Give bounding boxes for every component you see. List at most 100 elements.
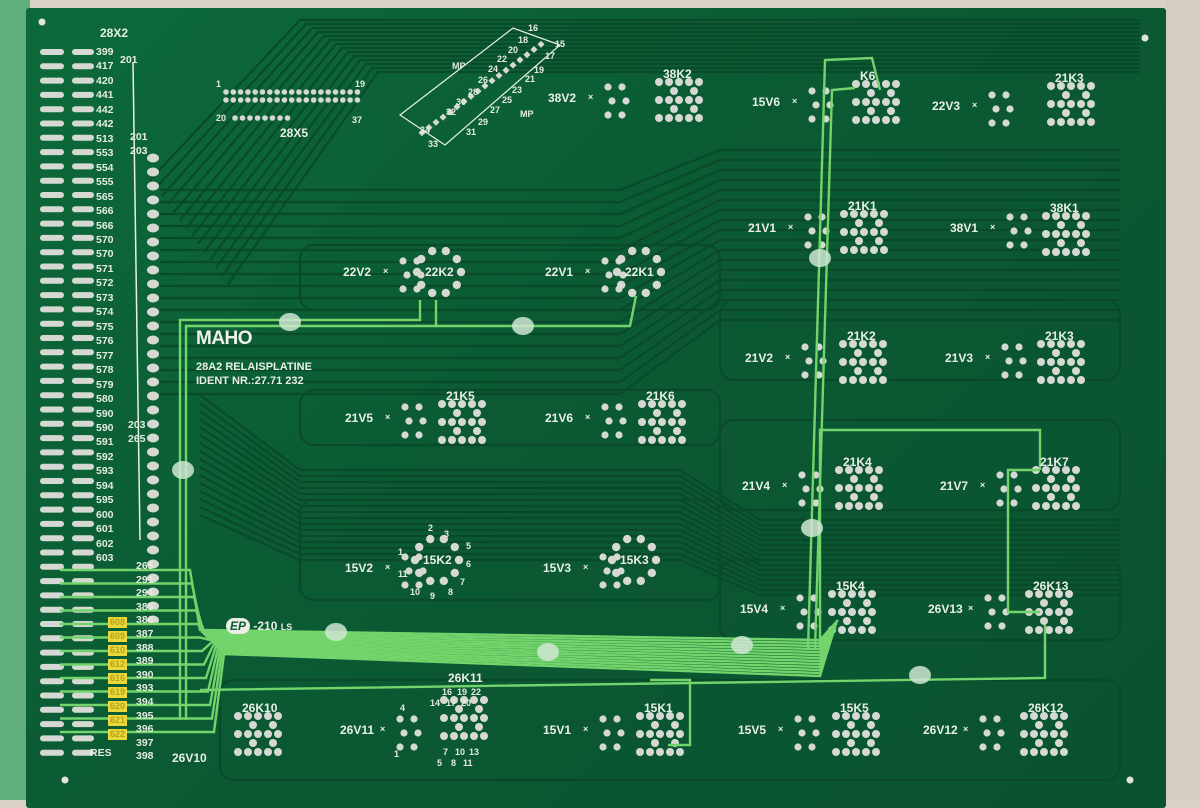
- edge-pin-number: 420: [96, 74, 114, 87]
- dsub-pin-number: MP: [452, 61, 466, 71]
- diode-label: 26V11: [340, 723, 375, 737]
- relay-pin-number: 10: [410, 587, 421, 597]
- relay-pin-number: 3: [444, 529, 450, 539]
- dsub-pin-number: 18: [518, 35, 529, 45]
- relay-label: 22K1: [625, 265, 654, 279]
- diode-label: 15V4: [740, 602, 769, 616]
- diode-polarity-mark: ×: [788, 222, 794, 232]
- yellow-pin-label: 619: [108, 687, 128, 698]
- diode-polarity-mark: ×: [782, 480, 788, 490]
- relay-label: 21K6: [646, 389, 675, 403]
- diode-polarity-mark: ×: [585, 412, 591, 422]
- edge-connector-label: 28X2: [100, 26, 129, 40]
- relay-label: 15K3: [620, 553, 649, 567]
- inner-pin-number: 387: [136, 628, 154, 640]
- inner-pin-number: 386: [136, 614, 154, 627]
- dsub-pin-number: 19: [534, 65, 545, 75]
- edge-pin-number: 566: [96, 219, 114, 232]
- relay-label: 26K12: [1028, 701, 1064, 715]
- relay-pin-number: 7: [443, 747, 449, 757]
- diode-label: 15V1: [543, 723, 572, 737]
- glue-dot: [279, 313, 301, 331]
- inner-pin-number: 265: [128, 433, 146, 445]
- relay-pin-number: 17: [446, 698, 457, 708]
- yellow-pin-label: 608: [108, 617, 128, 628]
- relay-pin-number: 14: [430, 698, 441, 708]
- diode-polarity-mark: ×: [780, 603, 786, 613]
- diode-label: 21V2: [745, 351, 774, 365]
- ribbon-connector-label: 28X5: [280, 126, 309, 140]
- diode-label: 22V1: [545, 265, 574, 279]
- relay-pin-number: 7: [460, 577, 466, 587]
- ribbon-connector-pads: [223, 40, 545, 137]
- edge-pin-number: 593: [96, 465, 114, 478]
- yellow-pin-label: 621: [108, 715, 128, 726]
- glue-dot: [809, 249, 831, 267]
- diode-polarity-mark: ×: [980, 480, 986, 490]
- diode-label: 21V3: [945, 351, 974, 365]
- dsub-pin-number: 21: [525, 74, 536, 84]
- dsub-pin-number: 16: [528, 23, 539, 33]
- edge-pin-number: 601: [96, 523, 114, 536]
- ribbon-pin-number: 37: [352, 115, 363, 125]
- glue-dot: [731, 636, 753, 654]
- diode-label: 15V2: [345, 561, 374, 575]
- inner-pin-number: 388: [136, 641, 154, 654]
- dsub-pin-number: 22: [497, 54, 508, 64]
- relay-label: 26K10: [242, 701, 278, 715]
- diode-label: 21V5: [345, 411, 374, 425]
- diode-polarity-mark: ×: [972, 100, 978, 110]
- glue-dot: [325, 623, 347, 641]
- diode-polarity-mark: ×: [985, 352, 991, 362]
- edge-pin-number: 592: [96, 450, 114, 463]
- diode-polarity-mark: ×: [785, 352, 791, 362]
- relay-pin-number: 8: [451, 758, 457, 768]
- relay-pin-number: 22: [471, 687, 482, 697]
- dsub-pin-number: 33: [428, 139, 439, 149]
- edge-pin-number: 580: [96, 393, 114, 406]
- inner-pin-number: 201: [120, 54, 138, 66]
- dsub-pin-number: 20: [508, 45, 519, 55]
- ribbon-pin-number: 19: [355, 79, 366, 89]
- diode-polarity-mark: ×: [380, 724, 386, 734]
- relay-pin-number: 19: [457, 687, 468, 697]
- inner-pin-number: 291: [136, 573, 154, 586]
- diode-polarity-mark: ×: [383, 266, 389, 276]
- inner-pin-number: 203: [128, 419, 146, 431]
- yellow-pin-label: 610: [108, 645, 128, 656]
- diode-label: 38V2: [548, 91, 577, 105]
- relay-label: 21K2: [847, 329, 876, 343]
- ribbon-pin-number: 1: [216, 79, 222, 89]
- diode-label: 15V5: [738, 723, 767, 737]
- diode-pin-number: 1: [394, 749, 400, 759]
- glue-dot: [801, 519, 823, 537]
- diode-polarity-mark: ×: [385, 562, 391, 572]
- maker-code: -210: [253, 619, 278, 633]
- edge-pin-number: 573: [96, 291, 114, 304]
- dsub-pin-number: MP: [520, 109, 534, 119]
- edge-connector-pads: [40, 49, 94, 756]
- dsub-pin-number: 29: [478, 117, 489, 127]
- mounting-hole: [1126, 776, 1134, 784]
- relay-label: 21K3: [1055, 71, 1084, 85]
- maker-logo: EP: [226, 618, 251, 634]
- edge-pin-number: 575: [96, 320, 114, 333]
- dsub-pin-number: 24: [488, 64, 499, 74]
- edge-pin-number: 577: [96, 349, 114, 362]
- relay-pin-number: 20: [461, 698, 472, 708]
- inner-pin-number: 385: [136, 600, 154, 613]
- relay-pin-number: 9: [430, 591, 436, 601]
- diode-polarity-mark: ×: [778, 724, 784, 734]
- edge-pin-number: 602: [96, 537, 114, 550]
- edge-pin-number: 513: [96, 132, 114, 145]
- diode-label: 22V3: [932, 99, 961, 113]
- relay-label: 15K2: [423, 553, 452, 567]
- diode-polarity-mark: ×: [385, 412, 391, 422]
- board-title: 28A2 RELAISPLATINE: [196, 361, 312, 373]
- dsub-pin-number: 17: [545, 51, 556, 61]
- ribbon-pin-number: 20: [216, 113, 227, 123]
- diode-polarity-mark: ×: [588, 92, 594, 102]
- diode-label: 38V1: [950, 221, 979, 235]
- inner-pin-number: 398: [136, 750, 154, 763]
- dsub-outline: [398, 27, 562, 146]
